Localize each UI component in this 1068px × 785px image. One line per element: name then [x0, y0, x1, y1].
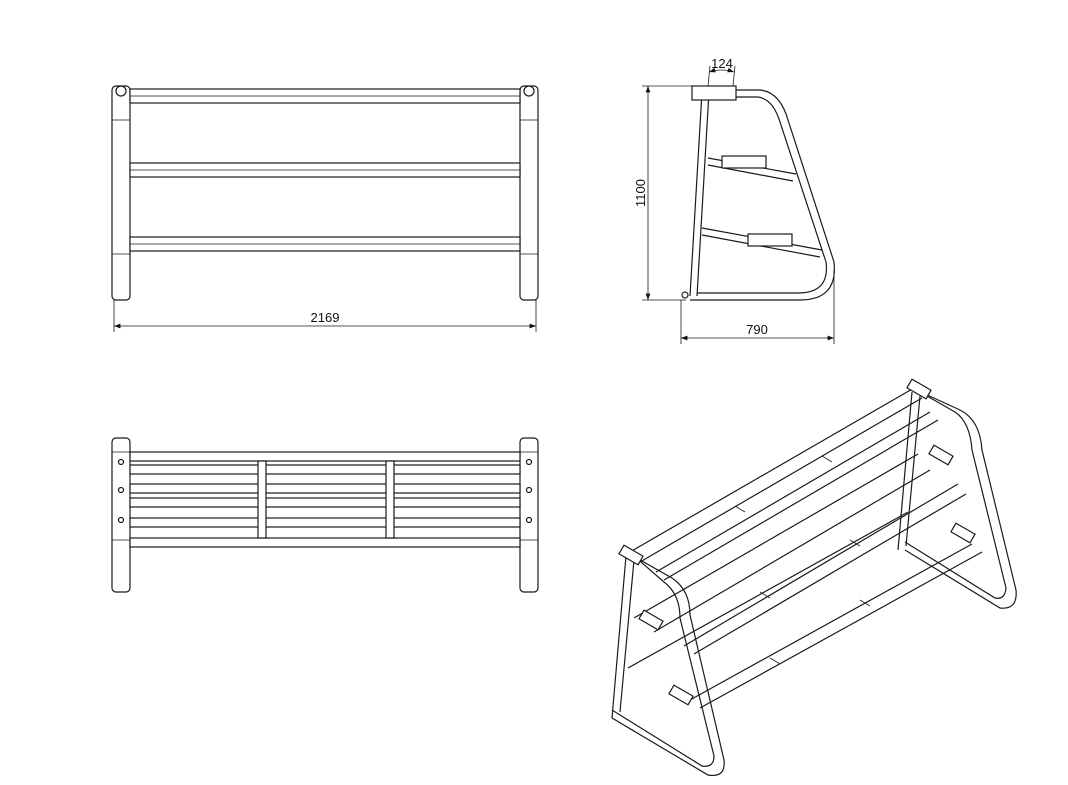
dimension-width: 2169 [113, 300, 537, 332]
dimension-top-offset-label: 124 [711, 56, 733, 71]
dimension-top-offset: 124 [707, 56, 736, 87]
side-view [681, 85, 835, 301]
dimension-height: 1100 [633, 85, 692, 301]
dimension-height-label: 1100 [633, 179, 648, 207]
dimension-width-label: 2169 [311, 310, 340, 325]
isometric-view [611, 378, 1017, 777]
front-view [111, 85, 539, 301]
dimension-depth: 790 [680, 270, 835, 344]
top-view [111, 437, 539, 593]
dimension-depth-label: 790 [746, 322, 768, 337]
